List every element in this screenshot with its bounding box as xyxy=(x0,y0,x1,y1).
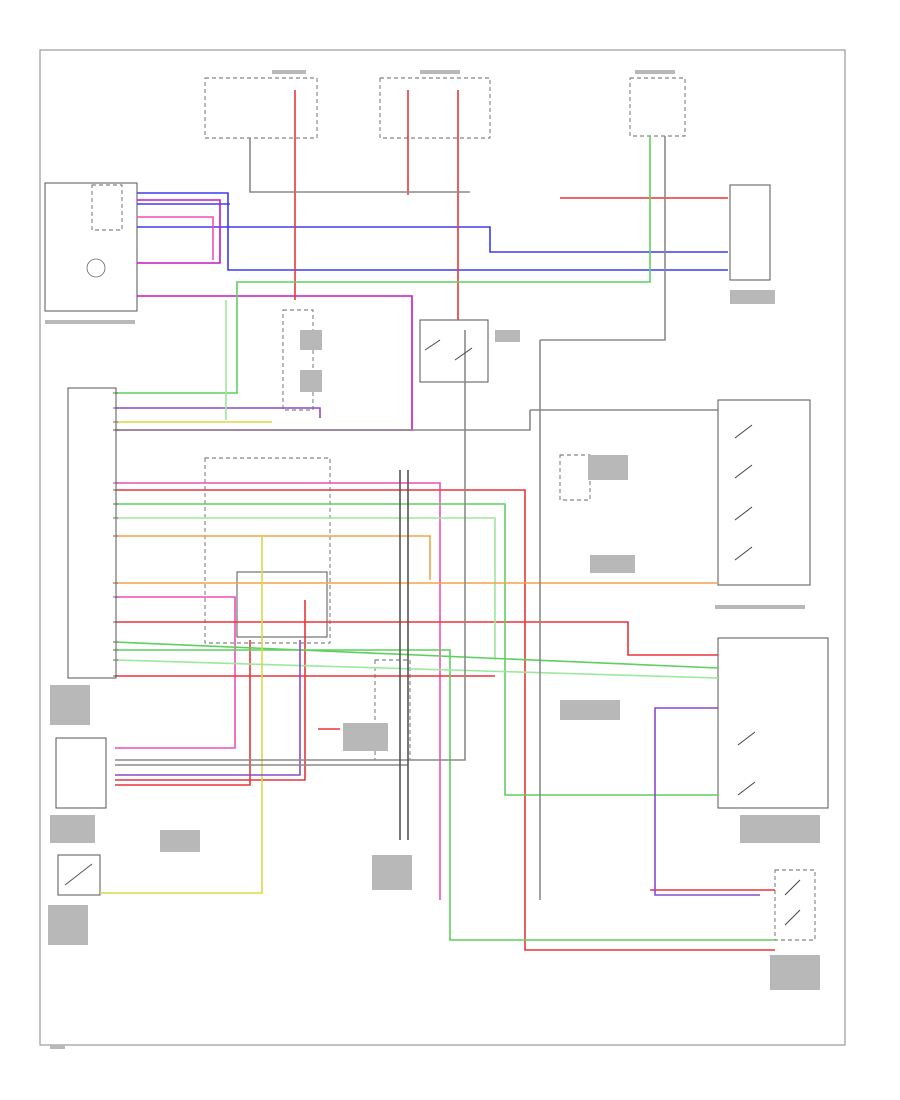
ecu-pins xyxy=(113,392,118,677)
fuse-block-1 xyxy=(204,77,318,139)
label-marks xyxy=(45,70,820,1049)
switch-symbols xyxy=(424,339,801,926)
fuse-block-3 xyxy=(629,77,686,137)
speed-sensor xyxy=(57,854,101,896)
cruise-relay xyxy=(419,319,489,383)
cruise-ecu-connector xyxy=(67,387,117,679)
transmission-component xyxy=(729,184,771,281)
diagram-frame xyxy=(39,49,846,1046)
cruise-main-switch xyxy=(717,637,829,809)
actuator-box xyxy=(204,457,331,644)
fuse-block-2 xyxy=(379,77,491,139)
center-connector xyxy=(374,659,411,761)
relay-center xyxy=(282,309,314,411)
cruise-control-switch xyxy=(717,399,811,586)
stop-light-switch xyxy=(774,869,816,941)
wires xyxy=(100,90,775,951)
combination-meter xyxy=(44,182,138,312)
actuator-inner xyxy=(236,571,328,638)
engine-control-module xyxy=(55,737,107,809)
components xyxy=(44,77,829,941)
